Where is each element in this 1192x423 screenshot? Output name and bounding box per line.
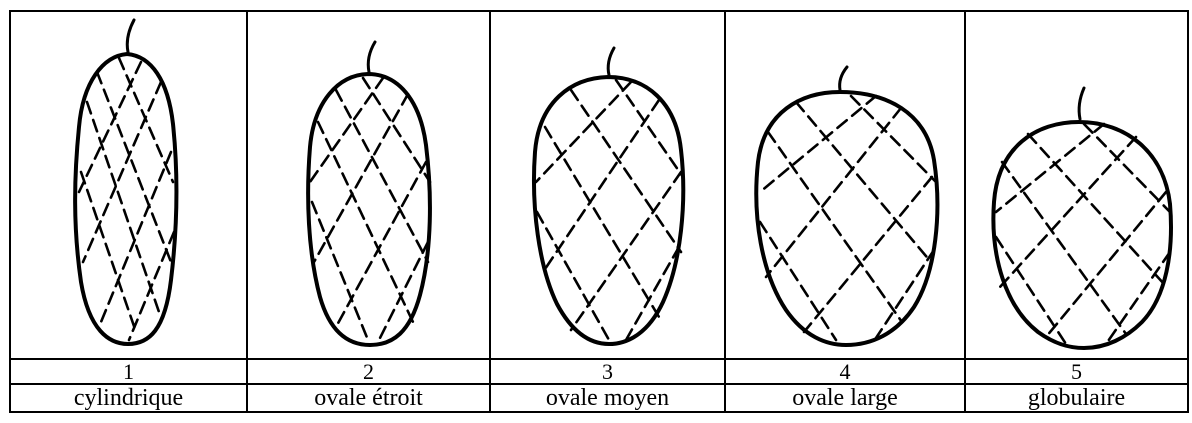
- cone-drawing-globular: [966, 12, 1189, 358]
- cone-drawing-cylindrical: [11, 12, 248, 358]
- drawing-cell-2: [247, 11, 490, 359]
- cone-number: 2: [247, 359, 490, 384]
- cone-number: 3: [490, 359, 725, 384]
- cone-shape-table: 1 2 3 4 5 cylindrique ovale étroit ovale…: [9, 10, 1189, 413]
- cone-shape-label: ovale étroit: [247, 384, 490, 412]
- cone-shape-label: ovale moyen: [490, 384, 725, 412]
- cone-shape-label: ovale large: [725, 384, 965, 412]
- drawing-cell-5: [965, 11, 1188, 359]
- drawing-cell-1: [10, 11, 247, 359]
- label-row: cylindrique ovale étroit ovale moyen ova…: [10, 384, 1188, 412]
- cone-drawing-medium-oval: [491, 12, 726, 358]
- drawing-row: [10, 11, 1188, 359]
- cone-drawing-narrow-oval: [248, 12, 491, 358]
- number-row: 1 2 3 4 5: [10, 359, 1188, 384]
- cone-drawing-wide-oval: [726, 12, 966, 358]
- cone-number: 1: [10, 359, 247, 384]
- cone-number: 4: [725, 359, 965, 384]
- cone-shape-label: cylindrique: [10, 384, 247, 412]
- cone-shape-label: globulaire: [965, 384, 1188, 412]
- cone-number: 5: [965, 359, 1188, 384]
- drawing-cell-3: [490, 11, 725, 359]
- drawing-cell-4: [725, 11, 965, 359]
